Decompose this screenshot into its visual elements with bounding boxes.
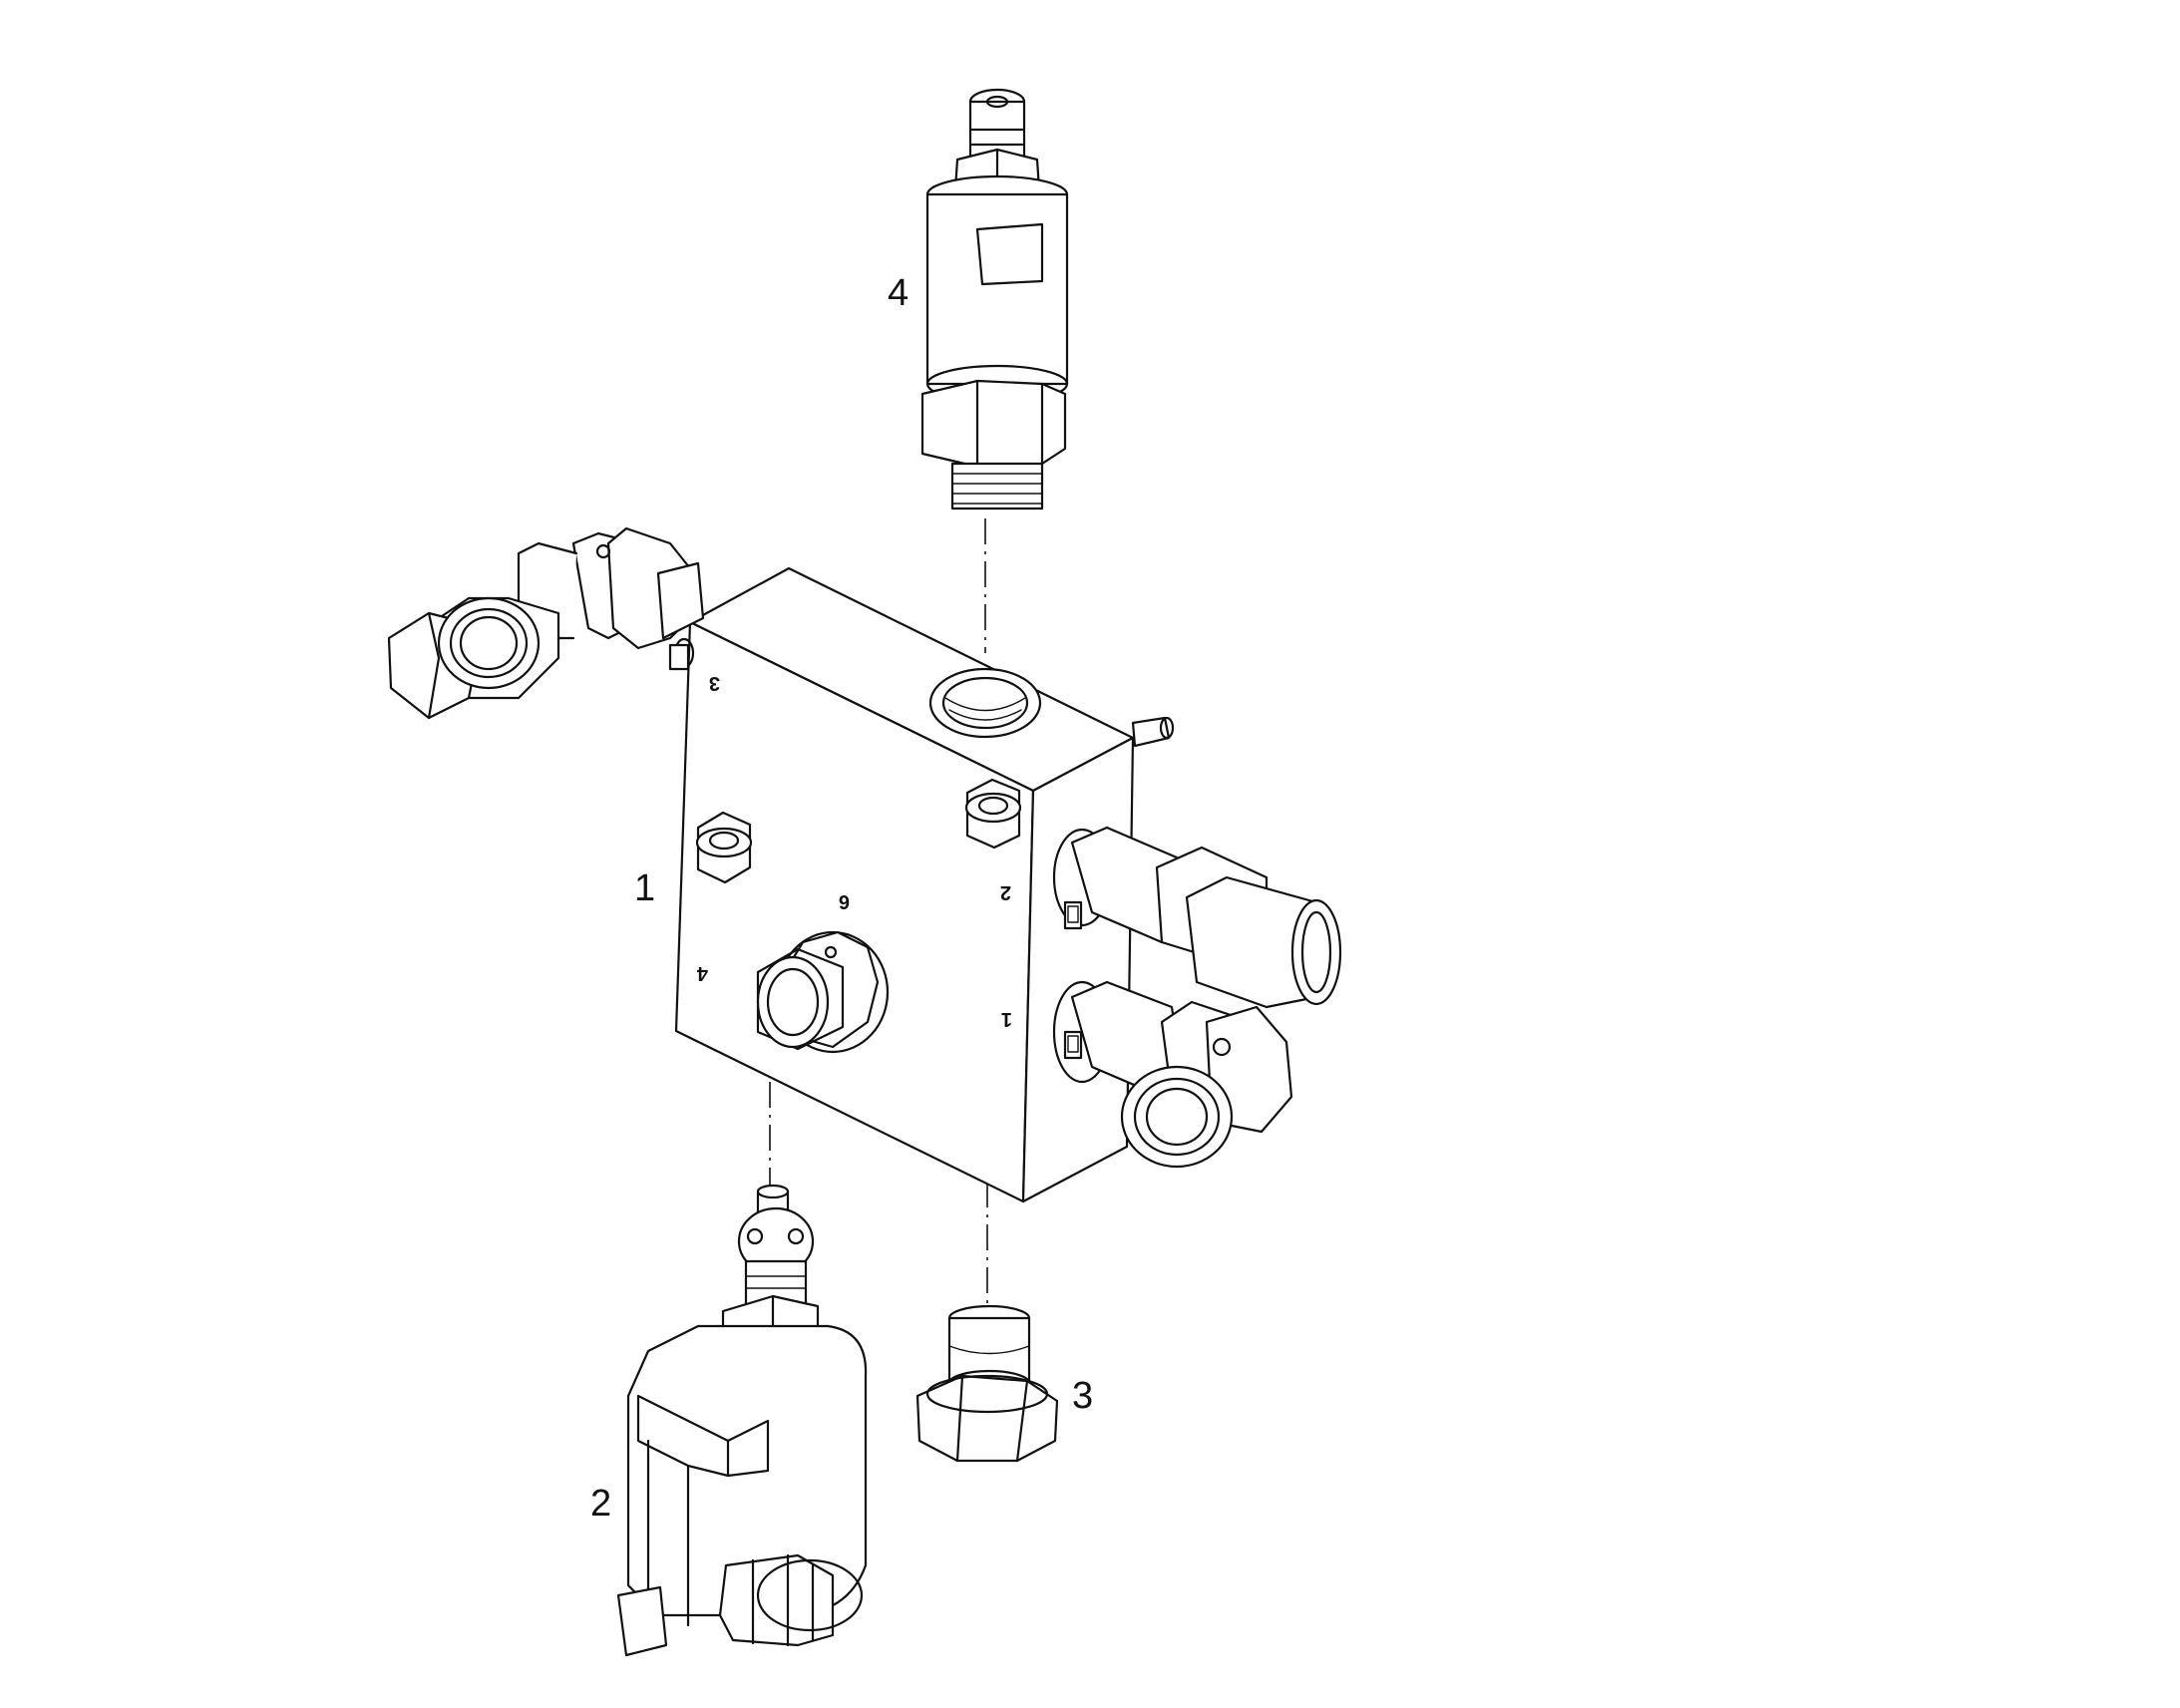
- valve-block: 3 6 4 2 1: [674, 566, 1175, 1203]
- port-label-4: 4: [696, 962, 708, 984]
- port-label-3: 3: [709, 672, 720, 694]
- port-label-2: 2: [1000, 881, 1011, 903]
- callout-3: 3: [1072, 1375, 1093, 1417]
- solenoid-valve: [616, 1184, 868, 1657]
- port-label-6: 6: [839, 890, 850, 912]
- callout-1: 1: [634, 867, 655, 909]
- plug: [915, 1304, 1059, 1463]
- callouts: 4 1 3 2: [590, 272, 1093, 1525]
- block-plug-left: [695, 811, 753, 884]
- front-fitting: [756, 930, 890, 1054]
- callout-2: 2: [590, 1483, 611, 1525]
- block-plug-right: [964, 778, 1022, 850]
- pressure-relief-valve: [920, 88, 1069, 511]
- straight-fitting-right-upper: [1052, 826, 1342, 1009]
- callout-4: 4: [888, 272, 908, 314]
- locating-pin: [1131, 716, 1175, 748]
- top-port: [928, 667, 1042, 739]
- port-label-1: 1: [1001, 1008, 1012, 1030]
- elbow-fitting-left: [387, 526, 705, 720]
- elbow-fitting-right-lower: [1052, 980, 1293, 1169]
